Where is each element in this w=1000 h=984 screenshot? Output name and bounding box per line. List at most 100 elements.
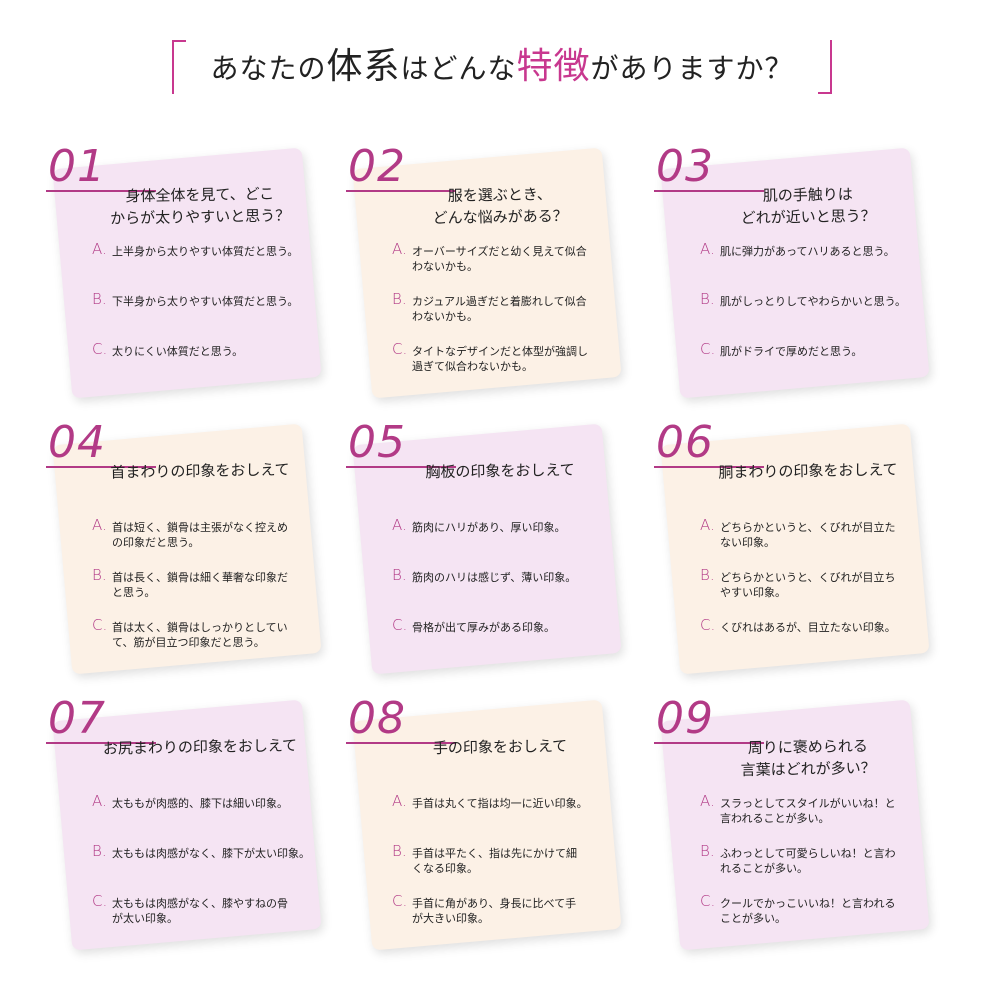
option-a[interactable]: A.上半身から太りやすい体質だと思う。 <box>92 242 332 294</box>
card-number-underline <box>346 190 456 192</box>
option-label: C. <box>700 340 716 358</box>
option-label: B. <box>700 290 715 308</box>
option-text: 太ももは肉感がなく、膝やすねの骨 が太い印象。 <box>112 897 288 925</box>
option-c[interactable]: C.肌がドライで厚めだと思う。 <box>700 340 940 394</box>
question-card-02: 02 服を選ぶとき、 どんな悩みがある？ A.オーバーサイズだと幼く見えて似合 … <box>346 144 622 399</box>
question-card-09: 09 周りに褒められる 言葉はどれが多い？ A. スラっとしてスタイルがいいね！と… <box>654 696 930 951</box>
option-label: C. <box>392 616 408 634</box>
option-text: 首は太く、鎖骨はしっかりとしてい て、筋が目立つ印象だと思う。 <box>112 621 288 649</box>
title-pre: あなたの <box>210 52 327 85</box>
page-header: あなたの体系はどんな特徴がありますか？ <box>0 32 1000 102</box>
option-text: 太ももが肉感的、膝下は細い印象。 <box>112 797 288 810</box>
option-a[interactable]: A. 筋肉にハリがあり、厚い印象。 <box>392 516 632 570</box>
option-text: ふわっとして可愛らしいね！と言わ れることが多い。 <box>720 847 896 875</box>
option-b[interactable]: B.首は長く、鎖骨は細く華奢な印象だ と思う。 <box>92 568 332 620</box>
question-card-03: 03 肌の手触りは どれが近いと思う？ A.肌に弾力があってハリあると思う。 B… <box>654 144 930 399</box>
option-text: 筋肉にハリがあり、厚い印象。 <box>412 521 566 534</box>
card-question: 首まわりの印象をおしえて <box>110 460 290 482</box>
option-label: A. <box>92 516 107 534</box>
option-text: どちらかというと、くびれが目立た ない印象。 <box>720 521 896 549</box>
card-number: 09 <box>656 693 714 744</box>
option-c[interactable]: C.首は太く、鎖骨はしっかりとしてい て、筋が目立つ印象だと思う。 <box>92 618 332 670</box>
option-c[interactable]: C.タイトなデザインだと体型が強調し 過ぎて似合わないかも。 <box>392 342 632 394</box>
option-b[interactable]: B.手首は平たく、指は先にかけて細 くなる印象。 <box>392 842 632 896</box>
option-label: A. <box>700 516 715 534</box>
option-label: A. <box>392 516 407 534</box>
option-label: C. <box>92 340 108 358</box>
card-number: 07 <box>48 693 106 744</box>
option-b[interactable]: B.どちらかというと、くびれが目立ち やすい印象。 <box>700 568 940 620</box>
option-text: 太りにくい体質だと思う。 <box>112 345 244 358</box>
option-label: B. <box>392 566 407 584</box>
option-label: A. <box>92 792 107 810</box>
option-text: 肌に弾力があってハリあると思う。 <box>720 245 895 258</box>
option-label: B. <box>700 842 715 860</box>
option-text: 首は短く、鎖骨は主張がなく控えめ の印象だと思う。 <box>112 521 288 549</box>
option-list: A.上半身から太りやすい体質だと思う。 B.下半身から太りやすい体質だと思う。 … <box>92 242 332 394</box>
option-a[interactable]: A. 肌に弾力があってハリあると思う。 <box>700 240 940 294</box>
option-c[interactable]: C. 骨格が出て厚みがある印象。 <box>392 616 632 670</box>
option-label: C. <box>700 616 716 634</box>
option-list: A. 首は短く、鎖骨は主張がなく控えめ の印象だと思う。 B.首は長く、鎖骨は細く… <box>92 516 332 670</box>
question-card-08: 08 手の印象をおしえて A.手首は丸くて指は均一に近い印象。 B.手首は平たく… <box>346 696 622 951</box>
card-question: 手の印象をおしえて <box>432 736 568 758</box>
card-question: 服を選ぶとき、 どんな悩みがある？ <box>432 185 568 228</box>
option-list: A. オーバーサイズだと幼く見えて似合 わないかも。 B. カジュアル過ぎだと着膨れ… <box>392 240 632 394</box>
option-label: B. <box>392 290 407 308</box>
option-text: 手首に角があり、身長に比べて手 が大きい印象。 <box>412 897 577 925</box>
option-b[interactable]: B.下半身から太りやすい体質だと思う。 <box>92 292 332 344</box>
option-text: オーバーサイズだと幼く見えて似合 わないかも。 <box>412 245 587 273</box>
option-text: スラっとしてスタイルがいいね！と 言われることが多い。 <box>720 797 896 825</box>
option-text: 太ももは肉感がなく、膝下が太い印象。 <box>112 847 310 860</box>
option-label: A. <box>700 240 715 258</box>
question-card-06: 06 胴まわりの印象をおしえて A.どちらかというと、くびれが目立た ない印象。… <box>654 420 930 675</box>
card-number-underline <box>46 466 156 468</box>
option-a[interactable]: A. 太ももが肉感的、膝下は細い印象。 <box>92 792 332 846</box>
card-question: 胴まわりの印象をおしえて <box>718 460 898 482</box>
title-big: 体系 <box>326 46 401 87</box>
option-label: A. <box>392 240 407 258</box>
question-card-04: 04 首まわりの印象をおしえて A. 首は短く、鎖骨は主張がなく控えめ の印象だと… <box>46 420 322 675</box>
option-a[interactable]: A. 首は短く、鎖骨は主張がなく控えめ の印象だと思う。 <box>92 516 332 570</box>
option-c[interactable]: C. 太りにくい体質だと思う。 <box>92 340 332 394</box>
option-text: 肌がしっとりしてやわらかいと思う。 <box>720 295 907 308</box>
option-b[interactable]: B. 肌がしっとりしてやわらかいと思う。 <box>700 290 940 344</box>
option-a[interactable]: A. オーバーサイズだと幼く見えて似合 わないかも。 <box>392 240 632 294</box>
card-question: 肌の手触りは どれが近いと思う？ <box>740 185 876 228</box>
option-a[interactable]: A. スラっとしてスタイルがいいね！と 言われることが多い。 <box>700 792 940 846</box>
card-number-underline <box>654 466 764 468</box>
option-b[interactable]: B. ふわっとして可愛らしいね！と言わ れることが多い。 <box>700 842 940 896</box>
title-accent: 特徴 <box>516 46 591 87</box>
card-number: 05 <box>348 417 406 468</box>
title-bracket-left <box>172 40 186 94</box>
page-title: あなたの体系はどんな特徴がありますか？ <box>192 42 812 94</box>
card-number: 01 <box>48 141 106 192</box>
option-label: C. <box>92 892 108 910</box>
option-label: A. <box>700 792 715 810</box>
card-question: 胸板の印象をおしえて <box>425 460 575 482</box>
option-b[interactable]: B. カジュアル過ぎだと着膨れして似合 わないかも。 <box>392 290 632 344</box>
option-a[interactable]: A.手首は丸くて指は均一に近い印象。 <box>392 794 632 846</box>
option-list: A. 肌に弾力があってハリあると思う。 B. 肌がしっとりしてやわらかいと思う。 C… <box>700 240 940 394</box>
option-a[interactable]: A. どちらかというと、くびれが目立た ない印象。 <box>700 516 940 570</box>
option-c[interactable]: C.クールでかっこいいね！と言われる ことが多い。 <box>700 894 940 946</box>
option-text: 首は長く、鎖骨は細く華奢な印象だ と思う。 <box>112 571 288 599</box>
card-number-underline <box>346 466 456 468</box>
option-text: 骨格が出て厚みがある印象。 <box>412 621 555 634</box>
option-text: 筋肉のハリは感じず、薄い印象。 <box>412 571 577 584</box>
option-c[interactable]: C.手首に角があり、身長に比べて手 が大きい印象。 <box>392 894 632 946</box>
question-card-05: 05 胸板の印象をおしえて A. 筋肉にハリがあり、厚い印象。 B. 筋肉のハリは感… <box>346 420 622 675</box>
card-question: お尻まわりの印象をおしえて <box>102 736 298 758</box>
option-text: カジュアル過ぎだと着膨れして似合 わないかも。 <box>412 295 587 323</box>
option-list: A. 筋肉にハリがあり、厚い印象。 B. 筋肉のハリは感じず、薄い印象。 C. 骨格が… <box>392 516 632 670</box>
card-question: 周りに褒められる 言葉はどれが多い？ <box>740 736 876 780</box>
option-c[interactable]: C.太ももは肉感がなく、膝やすねの骨 が太い印象。 <box>92 892 332 946</box>
option-label: B. <box>392 842 407 860</box>
option-b[interactable]: B.太ももは肉感がなく、膝下が太い印象。 <box>92 844 332 896</box>
option-c[interactable]: C. くびれはあるが、目立たない印象。 <box>700 616 940 670</box>
option-text: くびれはあるが、目立たない印象。 <box>720 621 896 634</box>
option-b[interactable]: B. 筋肉のハリは感じず、薄い印象。 <box>392 566 632 620</box>
card-number: 08 <box>348 693 406 744</box>
card-number-underline <box>46 190 156 192</box>
card-number: 04 <box>48 417 106 468</box>
